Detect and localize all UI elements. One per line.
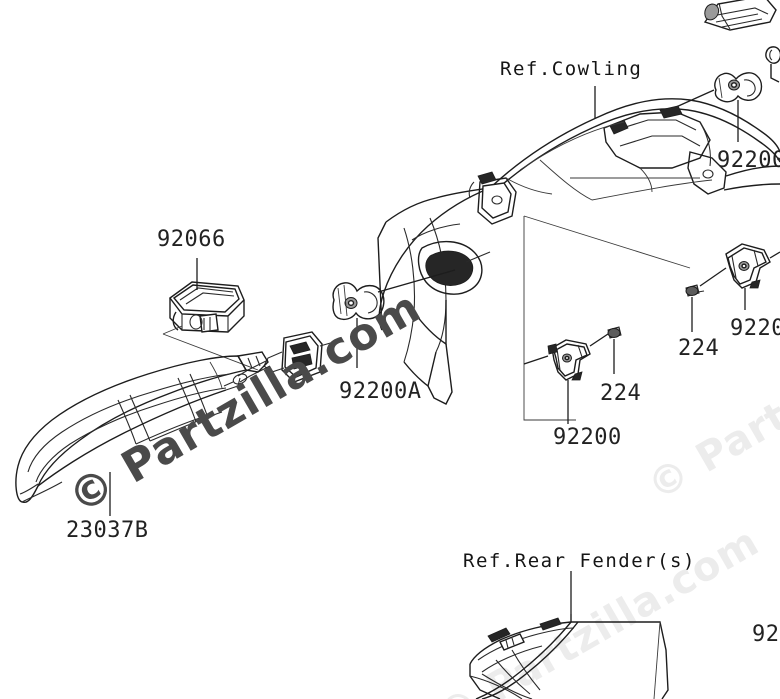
- part-rear-fender: [469, 614, 669, 699]
- part-clip-topright: [703, 0, 777, 31]
- leader-92200A-to-cowling: [377, 269, 456, 293]
- part-label-9220-midright: 9220: [730, 316, 780, 341]
- leader-9220-midright-right: [769, 251, 780, 259]
- part-cowling-body: [377, 98, 780, 405]
- part-23037B-lamp: [15, 351, 269, 504]
- part-92200-center: [547, 339, 591, 381]
- part-clip-far-topright: [765, 46, 780, 83]
- part-92066-plug: [169, 281, 245, 333]
- leader-9220-midright-to-screw: [699, 267, 727, 287]
- part-label-92066: 92066: [157, 227, 226, 252]
- part-label-92-bottomright: 92: [752, 622, 780, 647]
- ref-label-rear-fender: Ref.Rear Fender(s): [463, 550, 696, 572]
- part-92200-midright: [725, 243, 771, 289]
- leader-92066-hook: [162, 325, 183, 335]
- part-wire-connector: [223, 331, 335, 387]
- leader-box-92200-center: [523, 216, 576, 421]
- part-label-92200-topright: 92200: [717, 148, 780, 173]
- part-224-screw-right: [685, 284, 705, 297]
- part-label-224-right: 224: [678, 336, 720, 361]
- leader-224-center-to-clip: [589, 333, 609, 347]
- leader-diagonal-cowling: [523, 215, 691, 269]
- part-label-92200A: 92200A: [339, 379, 422, 404]
- part-224-screw-center: [607, 326, 622, 339]
- part-label-23037B: 23037B: [66, 518, 149, 543]
- part-label-92200-center: 92200: [553, 425, 622, 450]
- part-label-224-center: 224: [600, 381, 642, 406]
- part-92200-topright: [714, 72, 763, 103]
- ref-label-cowling: Ref.Cowling: [500, 58, 643, 80]
- part-92200A-washer: [332, 282, 385, 321]
- leader-92200-center-left: [523, 355, 549, 365]
- leader-92066-to-lamp: [162, 333, 259, 371]
